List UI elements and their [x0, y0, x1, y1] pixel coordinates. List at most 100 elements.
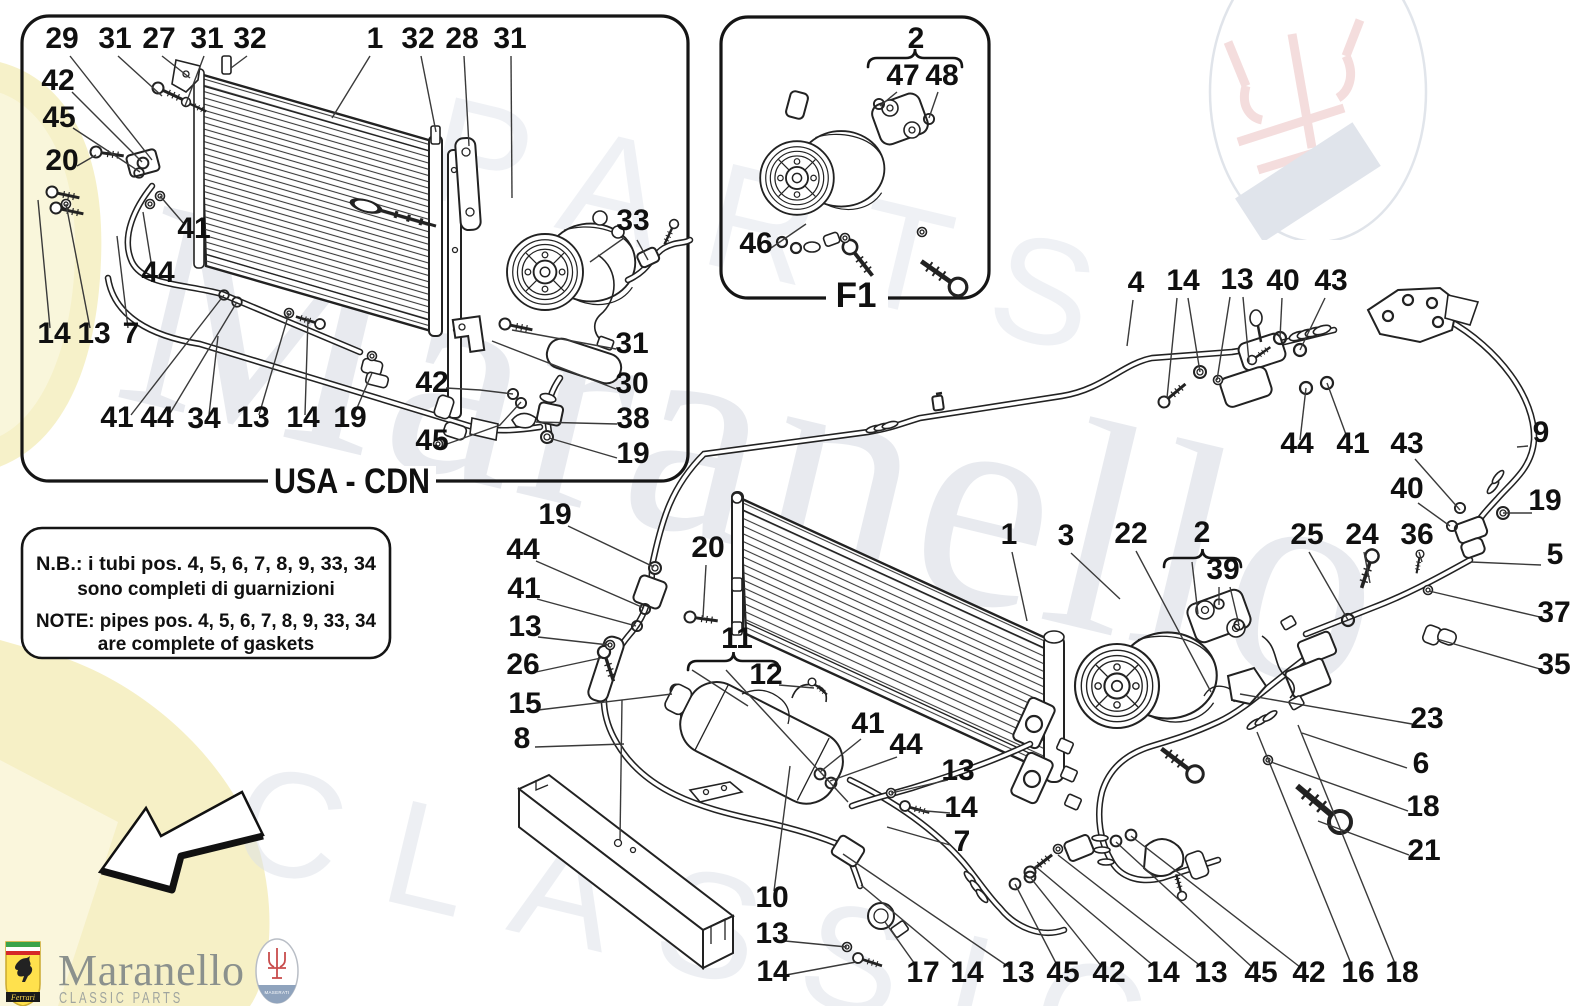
maserati-oval-icon: MASERATI — [255, 938, 299, 1004]
watermark-maserati-oval — [1208, 0, 1428, 240]
f1-label: F1 — [836, 276, 877, 315]
callout-label: 2 — [1194, 516, 1211, 549]
callout-label: 23 — [1410, 702, 1443, 735]
callout-label: 14 — [1166, 264, 1200, 297]
callout-label: 13 — [1220, 263, 1253, 296]
callout-label: 13 — [1194, 956, 1227, 989]
leader-line — [491, 340, 617, 390]
leader-line — [785, 961, 857, 976]
callout-label: 45 — [415, 424, 448, 457]
leader-line — [1014, 883, 1059, 968]
leader-line — [1130, 835, 1301, 968]
hardware-bottom-right — [1008, 754, 1356, 903]
clamp-12 — [791, 675, 831, 703]
callout-label: 13 — [1001, 956, 1034, 989]
callout-label: 13 — [941, 754, 974, 787]
condenser-usa — [193, 55, 462, 419]
leader-line — [1070, 552, 1121, 600]
leader-line — [928, 91, 939, 119]
callout-label: 36 — [1400, 518, 1433, 551]
note-line-2: sono completi di guarnizioni — [77, 579, 335, 600]
fitting-cluster-left — [587, 561, 744, 803]
leader-line — [567, 525, 655, 568]
leader-line — [1326, 382, 1349, 441]
leader-line — [159, 195, 186, 226]
hardware-right — [1284, 545, 1457, 699]
leader-line — [168, 301, 238, 416]
callout-label: 32 — [401, 22, 434, 55]
mounting-beam — [517, 699, 735, 971]
bracket-26 — [587, 635, 625, 703]
leader-line — [886, 826, 951, 846]
leader-line — [1187, 297, 1201, 373]
callout-label: 41 — [507, 572, 540, 605]
leader-line — [770, 223, 807, 249]
leader-line — [1299, 387, 1307, 441]
grommet-clamp-usa — [432, 394, 468, 450]
leader-line — [773, 765, 791, 892]
leader-line — [829, 756, 898, 782]
usa-cdn-label: USA - CDN — [274, 462, 430, 501]
leader-line — [535, 657, 602, 673]
callout-label: 26 — [506, 648, 539, 681]
leader-line — [116, 235, 129, 329]
leader-line — [784, 940, 848, 948]
leader-line — [1470, 561, 1542, 566]
callout-label: 37 — [1537, 596, 1570, 629]
callout-label: 40 — [1266, 264, 1299, 297]
brand-name: Maranello — [58, 946, 244, 995]
callout-label: 34 — [187, 402, 221, 435]
leader-line — [117, 55, 163, 97]
callout-label: 17 — [906, 956, 939, 989]
callout-label: 13 — [755, 917, 788, 950]
leader-line — [819, 738, 862, 773]
callout-label: 32 — [233, 22, 266, 55]
callout-label: 48 — [925, 59, 958, 92]
leader-line — [1011, 551, 1028, 622]
leader-line — [1301, 732, 1408, 769]
callout-label: 45 — [42, 101, 75, 134]
leader-line — [420, 55, 437, 133]
leader-line — [879, 91, 898, 107]
leader-line — [535, 560, 645, 609]
leader-line — [1297, 724, 1397, 967]
compressor-main — [1073, 588, 1305, 785]
callout-label: 25 — [1290, 518, 1323, 551]
fitting-cluster-usa — [125, 148, 166, 210]
callout-label: 19 — [333, 401, 366, 434]
callout-label: 24 — [1345, 518, 1379, 551]
callout-label: 31 — [98, 22, 131, 55]
leader-line — [463, 55, 470, 147]
braces-layer — [686, 48, 1243, 672]
leader-line — [1115, 841, 1253, 968]
leader-line — [1418, 551, 1423, 563]
pipe-clamp-33 — [636, 216, 682, 269]
note-line-3: NOTE: pipes pos. 4, 5, 6, 7, 8, 9, 33, 3… — [36, 611, 376, 632]
leader-line — [1299, 297, 1326, 351]
trident-icon — [268, 948, 286, 979]
leader-line — [1516, 445, 1529, 448]
callout-label: 19 — [538, 498, 571, 531]
callout-label: 1 — [1001, 518, 1018, 551]
callout-label: 42 — [1292, 956, 1325, 989]
leader-line — [884, 921, 918, 968]
service-valve — [931, 391, 945, 412]
callout-label: 14 — [950, 956, 984, 989]
note-line-4: are complete of gaskets — [98, 634, 314, 655]
note-box: N.B.: i tubi pos. 4, 5, 6, 7, 8, 9, 33, … — [20, 526, 392, 660]
leader-line — [184, 55, 205, 107]
leader-lines-layer — [37, 55, 1542, 976]
leader-line — [1126, 299, 1134, 347]
leader-line — [1428, 590, 1541, 618]
condenser-main — [731, 491, 1082, 811]
ferrari-shield-icon: Ferrari — [5, 941, 41, 1006]
leader-line — [1229, 586, 1240, 626]
callout-label: 7 — [954, 825, 971, 858]
leader-line — [725, 669, 849, 803]
leader-line — [534, 743, 625, 748]
ferrari-label: Ferrari — [10, 993, 35, 1002]
leader-line — [1057, 854, 1203, 968]
brand-logo: Ferrari Maranello CLASSIC PARTS MASERATI — [5, 938, 299, 1006]
